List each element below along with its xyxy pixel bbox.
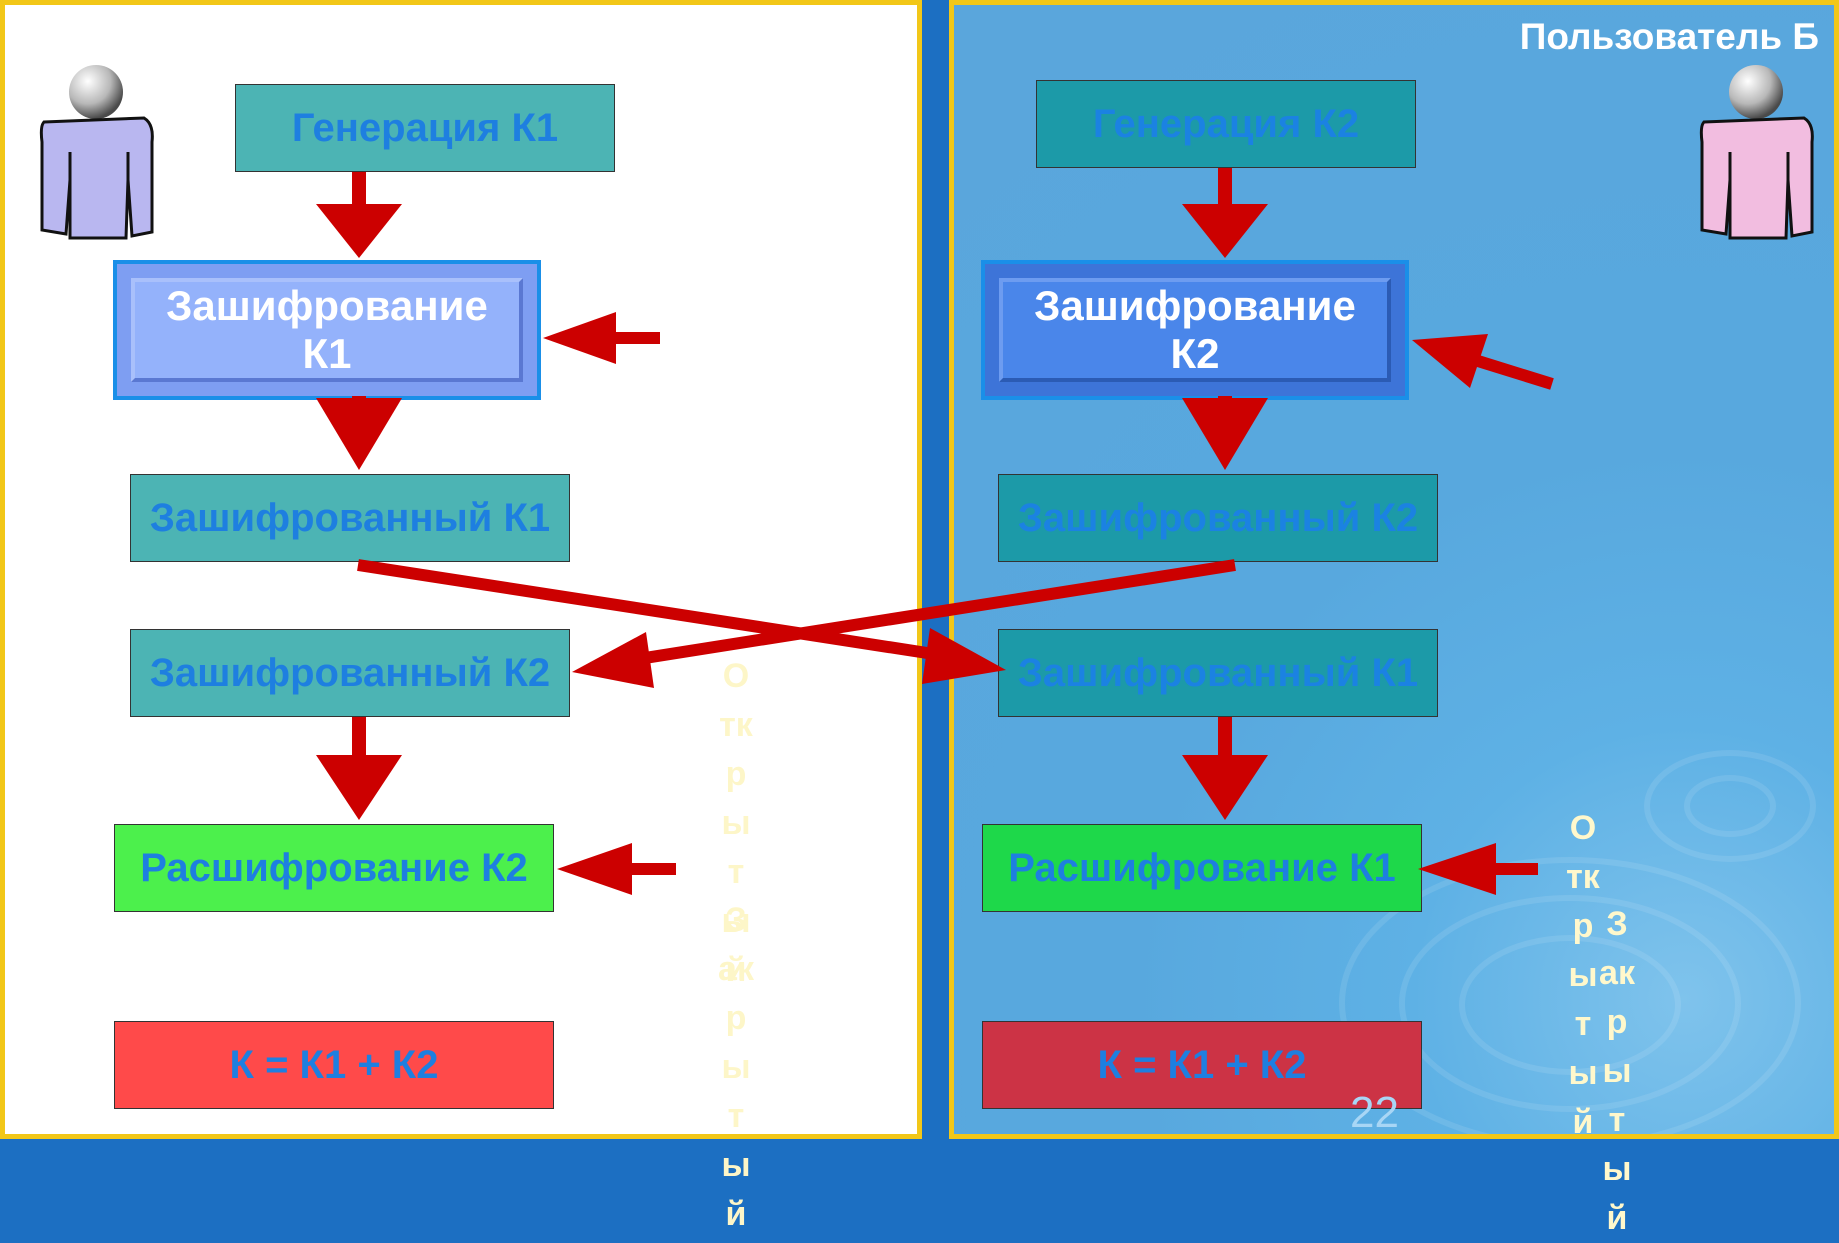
result-key-box: К = К1 + К2 bbox=[982, 1021, 1422, 1109]
encrypt-k2-label: Зашифрование К2 bbox=[1034, 282, 1356, 377]
open-key-vertical-label: Открытый bbox=[719, 657, 753, 989]
result-key-label: К = К1 + К2 bbox=[1097, 1043, 1307, 1087]
arrow-down bbox=[1182, 717, 1268, 820]
user-b-panel bbox=[949, 0, 1839, 1139]
encrypted-k2-label: Зашифрованный К2 bbox=[1017, 496, 1419, 540]
encrypt-k1-label: Зашифрование К1 bbox=[166, 282, 488, 377]
result-key-label: К = К1 + К2 bbox=[229, 1043, 439, 1087]
generate-k1-label: Генерация К1 bbox=[291, 106, 559, 150]
decrypt-k1-label: Расшифрование К1 bbox=[1008, 846, 1396, 890]
decrypt-k2-label: Расшифрование К2 bbox=[140, 846, 528, 890]
slide-number: 22 bbox=[1350, 1088, 1399, 1137]
arrow-left bbox=[1418, 843, 1538, 895]
person-icon bbox=[39, 65, 154, 240]
generate-k1-box: Генерация К1 bbox=[235, 84, 615, 172]
bevel-face bbox=[131, 278, 523, 382]
encrypt-k2-box: Зашифрование К2 bbox=[981, 260, 1409, 400]
encrypted-k2-box: Зашифрованный К2 bbox=[130, 629, 570, 717]
ripple-decoration bbox=[1684, 775, 1776, 837]
decrypt-k2-box: Расшифрование К2 bbox=[114, 824, 554, 912]
arrow-down bbox=[316, 396, 402, 470]
generate-k2-box: Генерация К2 bbox=[1036, 80, 1416, 168]
user-b-label: Пользователь Б bbox=[1519, 16, 1819, 57]
arrow-down bbox=[316, 717, 402, 820]
arrow-diagonal bbox=[1412, 334, 1554, 390]
encrypted-k2-label: Зашифрованный К2 bbox=[149, 651, 551, 695]
open-key-vertical-label: Открытый bbox=[1566, 809, 1600, 1141]
user-a-panel bbox=[0, 0, 922, 1139]
encrypted-k1-box: Зашифрованный К1 bbox=[998, 629, 1438, 717]
encrypted-k1-box: Зашифрованный К1 bbox=[130, 474, 570, 562]
decrypt-k1-box: Расшифрование К1 bbox=[982, 824, 1422, 912]
person-icon bbox=[1699, 65, 1814, 240]
ripple-decoration bbox=[1399, 895, 1741, 1112]
arrow-exchange-k2 bbox=[572, 559, 1236, 688]
ripple-decoration bbox=[1644, 750, 1816, 862]
arrows-layer bbox=[316, 168, 1554, 895]
arrow-left bbox=[543, 312, 660, 364]
arrow-left bbox=[557, 843, 676, 895]
encrypted-k1-label: Зашифрованный К1 bbox=[149, 496, 551, 540]
generate-k2-label: Генерация К2 bbox=[1092, 102, 1360, 146]
ripple-decoration bbox=[1339, 857, 1801, 1134]
arrow-down bbox=[316, 172, 402, 258]
encrypt-k1-box: Зашифрование К1 bbox=[113, 260, 541, 400]
arrow-exchange-k1 bbox=[357, 559, 1006, 684]
arrow-down bbox=[1182, 396, 1268, 470]
result-key-box: К = К1 + К2 bbox=[114, 1021, 554, 1109]
ripple-decoration bbox=[1459, 935, 1681, 1075]
encrypted-k1-label: Зашифрованный К1 bbox=[1017, 651, 1419, 695]
encrypted-k2-box: Зашифрованный К2 bbox=[998, 474, 1438, 562]
arrow-down bbox=[1182, 168, 1268, 258]
bevel-face bbox=[999, 278, 1391, 382]
